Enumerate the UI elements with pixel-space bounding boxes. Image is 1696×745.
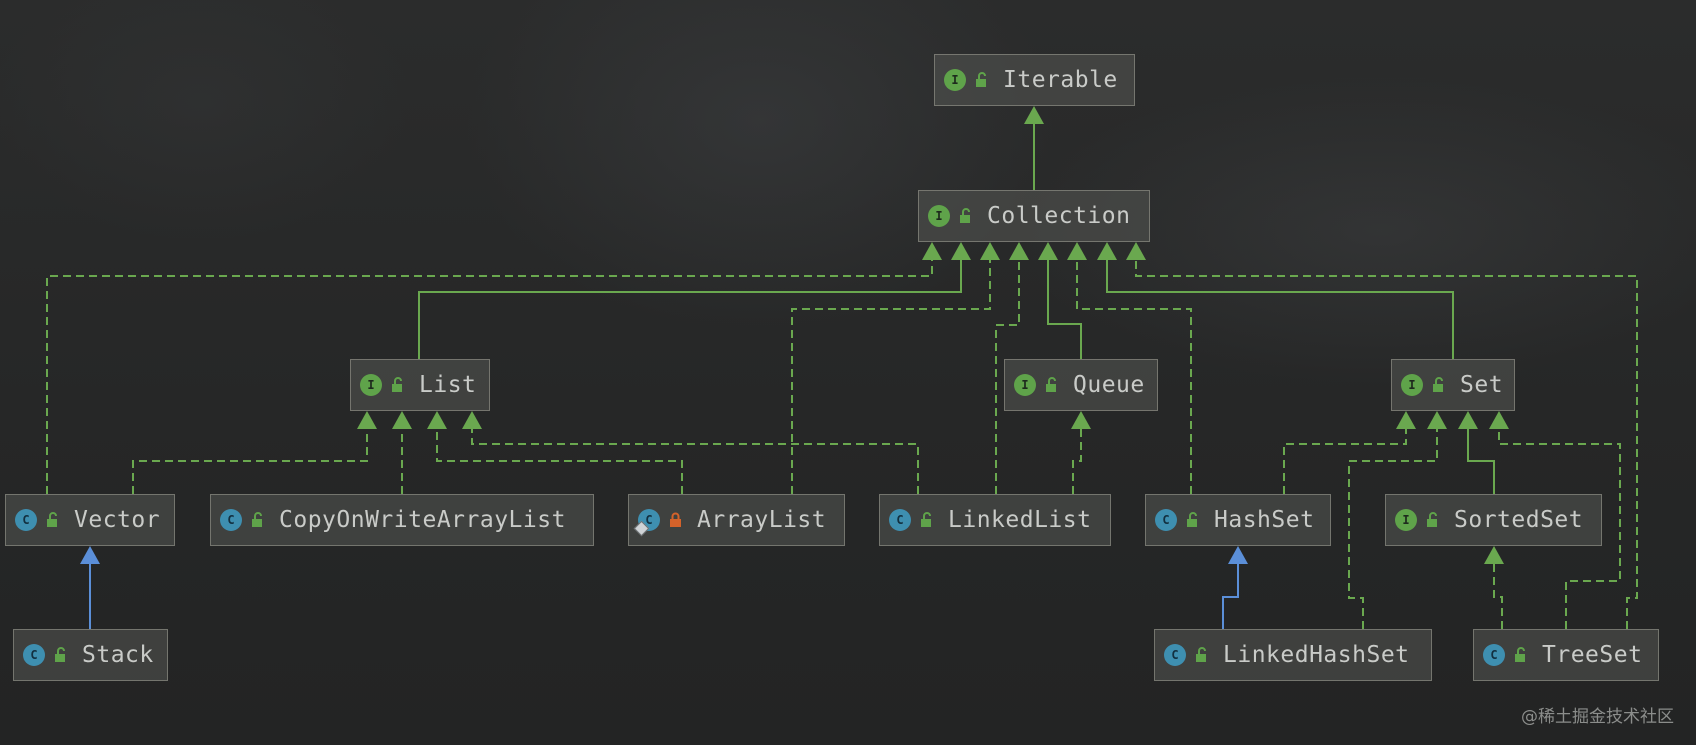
- interface-icon: I: [928, 205, 950, 227]
- edge-lhs-set-arrowhead: [1427, 411, 1447, 429]
- edge-hashset-set: [1283, 429, 1407, 494]
- interface-icon: I: [1401, 374, 1423, 396]
- node-label: ArrayList: [697, 507, 827, 533]
- edge-vector-collection-arrowhead: [922, 242, 942, 260]
- edge-arraylist-list: [436, 429, 683, 494]
- node-copyonwritearraylist[interactable]: C CopyOnWriteArrayList: [210, 494, 594, 546]
- unlock-icon: [1515, 647, 1525, 662]
- node-label: Vector: [74, 507, 161, 533]
- edge-treeset-collection: [1135, 260, 1638, 629]
- class-icon: C: [633, 509, 660, 537]
- node-arraylist[interactable]: C ArrayList: [628, 494, 845, 546]
- unlock-icon: [1046, 377, 1056, 392]
- edge-hashset-set-arrowhead: [1396, 411, 1416, 429]
- class-icon: C: [15, 509, 37, 531]
- edge-arraylist-list-arrowhead: [427, 411, 447, 429]
- edge-linkedlist-collection: [995, 260, 1020, 494]
- edge-sortedset-set: [1467, 429, 1495, 494]
- edge-hashset-collection-arrowhead: [1067, 242, 1087, 260]
- unlock-icon: [47, 512, 57, 527]
- node-hashset[interactable]: C HashSet: [1145, 494, 1331, 546]
- node-label: List: [419, 372, 477, 398]
- node-label: Collection: [987, 203, 1131, 229]
- edge-treeset-set: [1498, 429, 1621, 629]
- node-label: Iterable: [1003, 67, 1118, 93]
- node-linkedhashset[interactable]: C LinkedHashSet: [1154, 629, 1432, 681]
- edge-arraylist-collection: [791, 260, 991, 494]
- edge-cow-list-arrowhead: [392, 411, 412, 429]
- edge-queue-collection: [1047, 260, 1082, 359]
- edge-linkedlist-queue: [1072, 429, 1082, 494]
- edge-collection-iterable-arrowhead: [1024, 106, 1044, 124]
- edge-hashset-collection: [1076, 260, 1192, 494]
- node-label: Queue: [1073, 372, 1145, 398]
- lock-icon: [670, 512, 681, 527]
- unlock-icon: [392, 377, 402, 392]
- edge-stack-vector-arrowhead: [80, 546, 100, 564]
- unlock-icon: [252, 512, 262, 527]
- class-icon: C: [1164, 644, 1186, 666]
- edge-queue-collection-arrowhead: [1038, 242, 1058, 260]
- edge-treeset-set-arrowhead: [1489, 411, 1509, 429]
- edge-set-collection-arrowhead: [1097, 242, 1117, 260]
- edge-treeset-sortedset-arrowhead: [1484, 546, 1504, 564]
- node-label: Set: [1460, 372, 1504, 398]
- edge-lhs-set: [1348, 429, 1438, 629]
- node-treeset[interactable]: C TreeSet: [1473, 629, 1659, 681]
- edge-treeset-sortedset: [1493, 564, 1503, 629]
- node-label: HashSet: [1214, 507, 1315, 533]
- edge-sortedset-set-arrowhead: [1458, 411, 1478, 429]
- watermark: @稀土掘金技术社区: [1521, 707, 1674, 727]
- edge-linkedlist-list: [471, 429, 919, 494]
- node-sortedset[interactable]: I SortedSet: [1385, 494, 1602, 546]
- edge-treeset-collection-arrowhead: [1126, 242, 1146, 260]
- edge-vector-list-arrowhead: [357, 411, 377, 429]
- unlock-icon: [960, 208, 970, 223]
- edge-lhs-hashset-arrowhead: [1228, 546, 1248, 564]
- class-icon: C: [220, 509, 242, 531]
- class-icon: C: [1155, 509, 1177, 531]
- edge-linkedlist-queue-arrowhead: [1071, 411, 1091, 429]
- unlock-icon: [1187, 512, 1197, 527]
- edge-set-collection: [1106, 260, 1454, 359]
- unlock-icon: [921, 512, 931, 527]
- interface-icon: I: [1014, 374, 1036, 396]
- edge-arraylist-collection-arrowhead: [980, 242, 1000, 260]
- node-label: LinkedHashSet: [1223, 642, 1410, 668]
- edge-linkedlist-list-arrowhead: [462, 411, 482, 429]
- unlock-icon: [55, 647, 65, 662]
- node-iterable[interactable]: I Iterable: [934, 54, 1135, 106]
- node-linkedlist[interactable]: C LinkedList: [879, 494, 1111, 546]
- edge-list-collection: [418, 260, 962, 359]
- edge-list-collection-arrowhead: [951, 242, 971, 260]
- node-label: SortedSet: [1454, 507, 1584, 533]
- class-icon: C: [1483, 644, 1505, 666]
- edge-linkedlist-collection-arrowhead: [1009, 242, 1029, 260]
- interface-icon: I: [1395, 509, 1417, 531]
- unlock-icon: [1433, 377, 1443, 392]
- node-set[interactable]: I Set: [1391, 359, 1515, 411]
- unlock-icon: [1196, 647, 1206, 662]
- node-vector[interactable]: C Vector: [5, 494, 175, 546]
- edge-vector-list: [132, 429, 368, 494]
- interface-icon: I: [360, 374, 382, 396]
- edge-lhs-hashset: [1222, 564, 1239, 629]
- interface-icon: I: [944, 69, 966, 91]
- node-label: CopyOnWriteArrayList: [279, 507, 566, 533]
- node-list[interactable]: I List: [350, 359, 490, 411]
- node-label: TreeSet: [1542, 642, 1643, 668]
- node-label: LinkedList: [948, 507, 1092, 533]
- class-icon: C: [889, 509, 911, 531]
- edge-vector-collection: [46, 260, 933, 494]
- unlock-icon: [1427, 512, 1437, 527]
- unlock-icon: [976, 72, 986, 87]
- node-stack[interactable]: C Stack: [13, 629, 168, 681]
- node-queue[interactable]: I Queue: [1004, 359, 1158, 411]
- class-icon: C: [23, 644, 45, 666]
- node-label: Stack: [82, 642, 154, 668]
- node-collection[interactable]: I Collection: [918, 190, 1150, 242]
